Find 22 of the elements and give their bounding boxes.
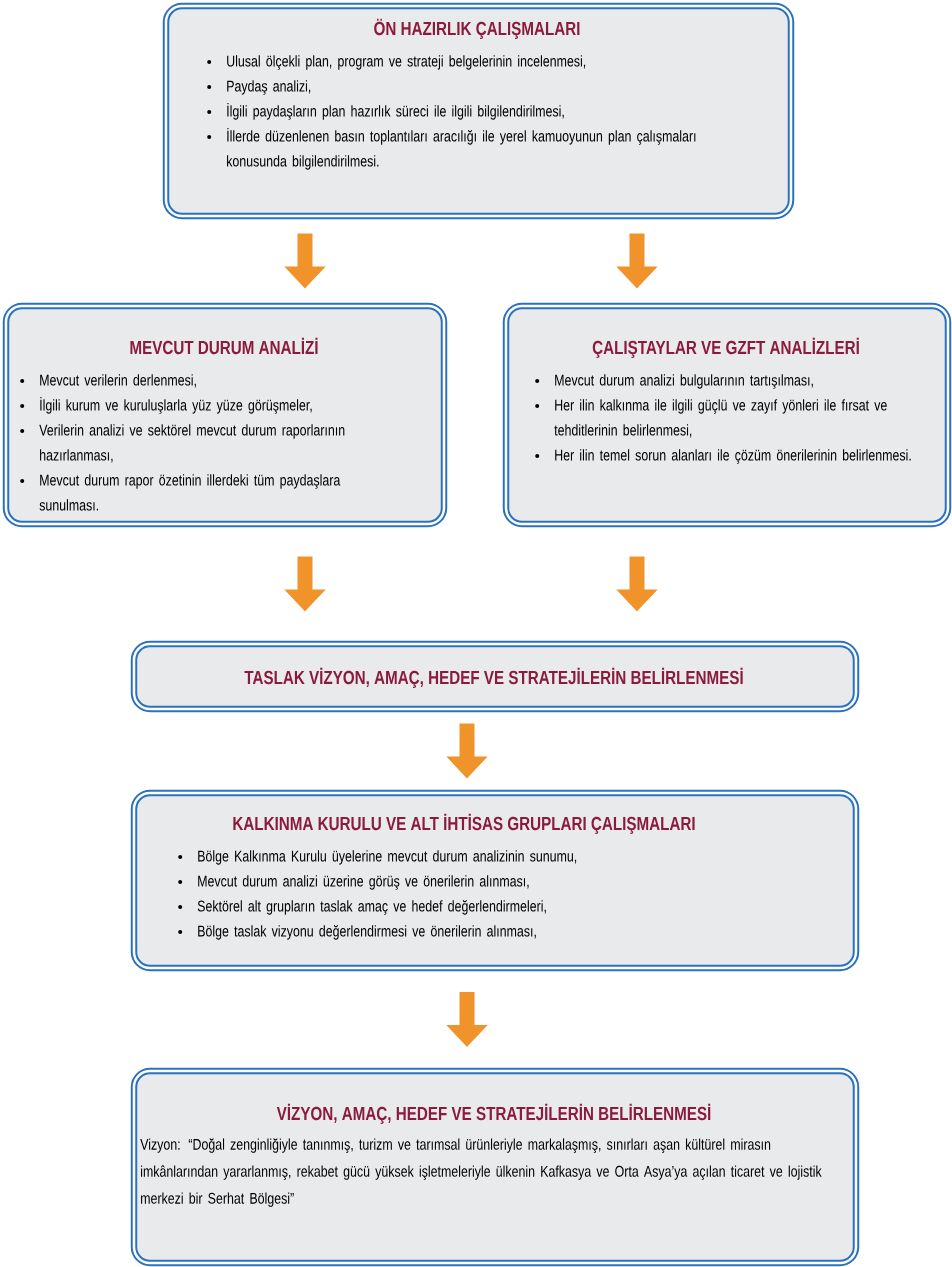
process-box: TASLAK VİZYON, AMAÇ, HEDEF VE STRATEJİLERİN BELİRLENMESİ [130, 640, 860, 713]
bullet-item: Her ilin temel sorun alanları ile çözüm önerilerinin belirlenmesi. [555, 449, 911, 464]
bullet-item: Mevcut durum analizi bulgularının tartışılması, [555, 374, 813, 389]
bullet-item: Mevcut durum analizi üzerine görüş ve önerilerin alınması, [198, 875, 529, 890]
bullet-item: İlgili kurum ve kuruluşlarla yüz yüze görüşmeler, [40, 397, 312, 414]
bullet-item: Paydaş analizi, [227, 80, 311, 95]
process-box: MEVCUT DURUM ANALİZİ Mevcut verilerin derlenmesi, İlgili kurum ve kuruluşlarla yüz yüze görüşmeler, Verilerin analizi ve sektörel mevcut durum raporlarının hazırlanması, Mevcut durum rapor özetinin illerdeki tüm paydaşlara sunulması. [2, 302, 448, 528]
bullet-item: Verilerin analizi ve sektörel mevcut durum raporlarının hazırlanması, [39, 424, 345, 463]
bullet-item: Sektörel alt grupların taslak amaç ve hedef değerlendirmeleri, [197, 900, 546, 915]
bullet-item: Ulusal ölçekli plan, program ve strateji belgelerinin incelenmesi, [227, 55, 586, 70]
process-box: KALKINMA KURULU VE ALT İHTİSAS GRUPLARI ÇALIŞMALARI Bölge Kalkınma Kurulu üyelerine mevcut durum analizinin sunumu, Mevcut durum analizi üzerine görüş ve önerilerin alınması, Sektörel alt grupların taslak amaç ve hedef değerlendirmeleri, Bölge taslak vizyonu değerlendirmesi ve önerilerin alınması, [130, 789, 860, 972]
bullet-item: İlgili paydaşların plan hazırlık süreci ile ilgili bilgilendirilmesi, [227, 103, 564, 120]
body-text: Vizyon: “Doğal zenginliğiyle tanınmış, turizm ve tarımsal ürünleriyle markalaşmış, sınırları aşan kültürel mirasın imkânlarından yararlanmış, rekabet gücü yüksek işletmeleriyle ülkenin Kafkasya ve Orta Asya’ya açılan ticaret ve lojistik merkezi bir Serhat Bölgesi” [140, 1138, 822, 1207]
process-box: ÇALIŞTAYLAR VE GZFT ANALİZLERİ Mevcut durum analizi bulgularının tartışılması, Her ilin kalkınma ile ilgili güçlü ve zayıf yönleri ile fırsat ve tehditlerinin belirlenmesi, Her ilin temel sorun alanları ile çözüm önerilerinin belirlenmesi. [502, 302, 952, 528]
process-box: ÖN HAZIRLIK ÇALIŞMALARI Ulusal ölçekli plan, program ve strateji belgelerinin incelenmesi, Paydaş analizi, İlgili paydaşların plan hazırlık süreci ile ilgili bilgilendirilmesi, İllerde düzenlenen basın toplantıları aracılığı ile yerel kamuoyunun plan çalışmaları konusunda bilgilendirilmesi. [162, 2, 795, 220]
bullet-item: Bölge Kalkınma Kurulu üyelerine mevcut durum analizinin sunumu, [198, 850, 577, 865]
bullet-item: İllerde düzenlenen basın toplantıları aracılığı ile yerel kamuoyunun plan çalışmaları konusunda bilgilendirilmesi. [227, 128, 696, 170]
bullet-item: Her ilin kalkınma ile ilgili güçlü ve zayıf yönleri ile fırsat ve tehditlerinin belirlenmesi, [554, 399, 887, 438]
process-box: VİZYON, AMAÇ, HEDEF VE STRATEJİLERİN BELİRLENMESİ Vizyon: “Doğal zenginliğiyle tanınmış, turizm ve tarımsal ürünleriyle markalaşmış, sınırları aşan kültürel mirasın imkânlarından yararlanmış, rekabet gücü yüksek işletmeleriyle ülkenin Kafkasya ve Orta Asya’ya açılan ticaret ve lojistik merkezi bir Serhat Bölgesi” [130, 1067, 860, 1267]
bullet-item: Mevcut verilerin derlenmesi, [40, 374, 196, 388]
bullet-item: Bölge taslak vizyonu değerlendirmesi ve önerilerin alınması, [198, 925, 536, 940]
bullet-item: Mevcut durum rapor özetinin illerdeki tüm paydaşlara sunulması. [39, 474, 341, 511]
